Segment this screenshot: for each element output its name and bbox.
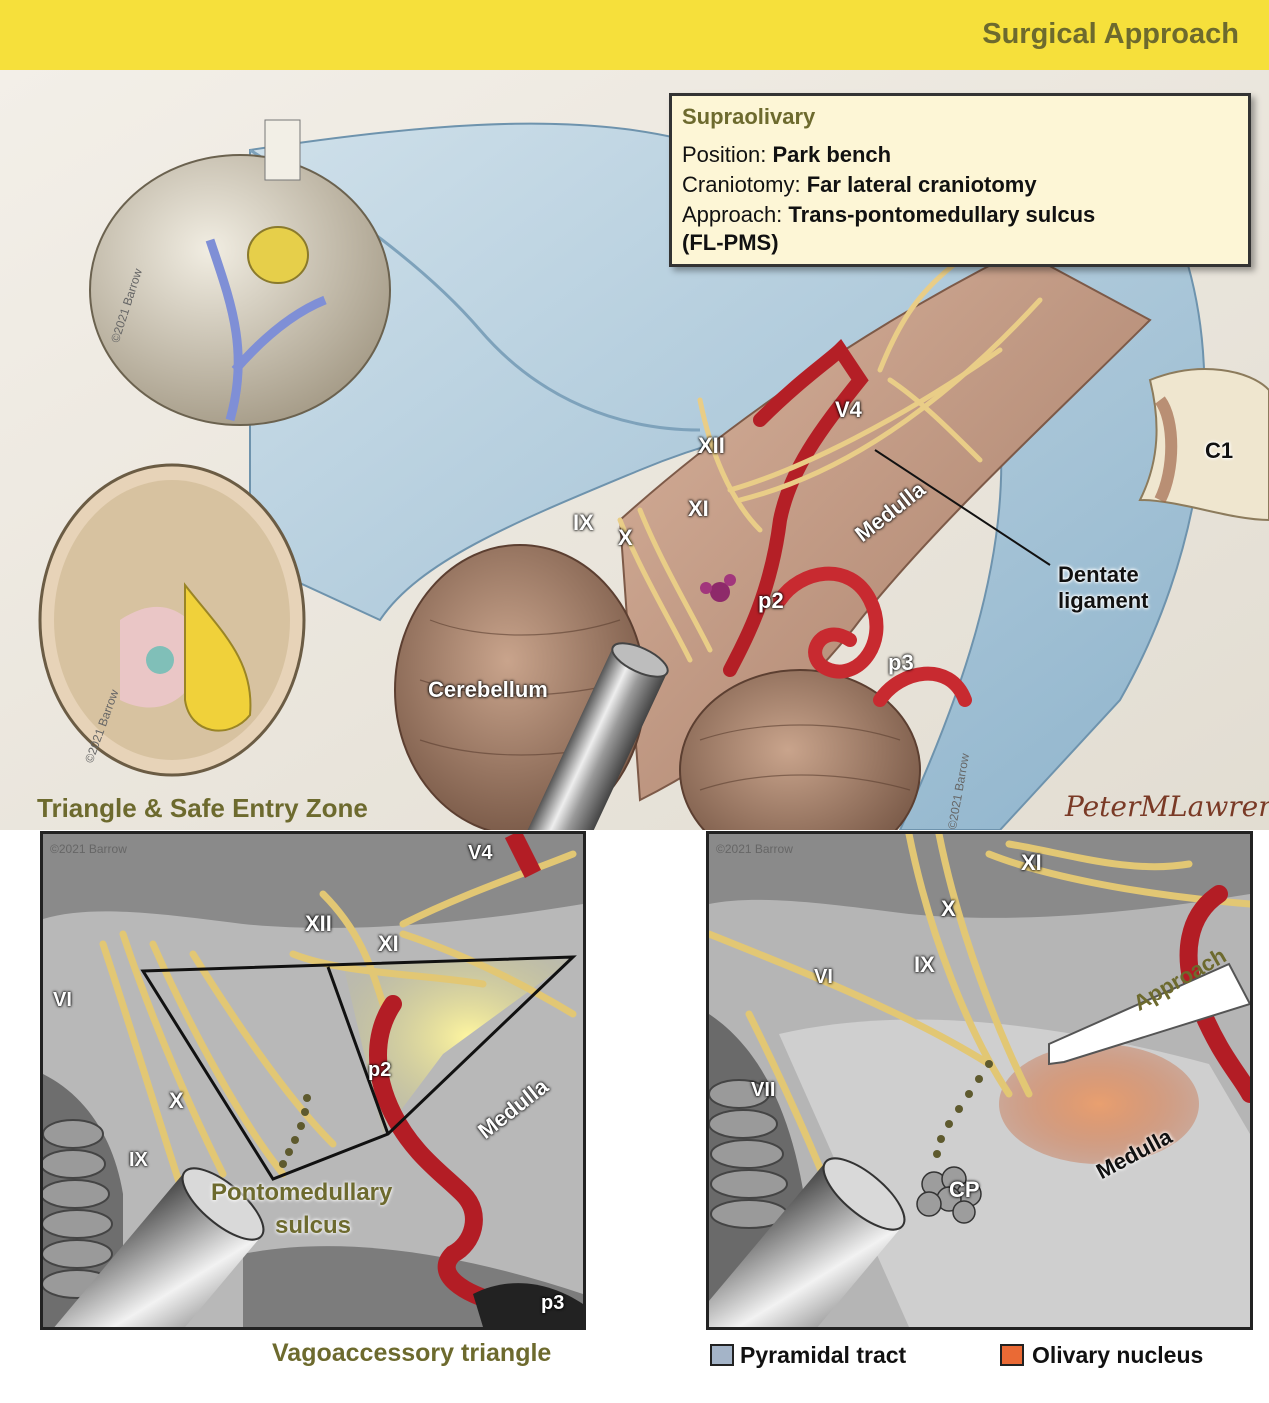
left-label-sulcus: sulcus [275, 1212, 352, 1239]
copyright-left-panel: ©2021 Barrow [50, 842, 127, 856]
label-cn-ix: IX [573, 510, 594, 535]
left-label-cn-ix: IX [129, 1149, 148, 1171]
left-label-v4: V4 [468, 842, 493, 864]
info-row-craniotomy: Craniotomy: Far lateral craniotomy [682, 172, 1037, 197]
label-c1: C1 [1205, 438, 1234, 463]
label-v4: V4 [835, 397, 862, 422]
right-label-cn-ix: IX [914, 952, 935, 977]
header-bar [0, 0, 1269, 70]
artist-signature: PeterMLawrence [1065, 790, 1269, 823]
legend-label-olivary: Olivary nucleus [1032, 1342, 1204, 1368]
label-cn-xii: XII [698, 433, 725, 458]
info-row-position: Position: Park bench [682, 142, 892, 167]
left-label-p2: p2 [368, 1059, 392, 1081]
label-p3: p3 [888, 650, 914, 675]
legend-label-pyramidal: Pyramidal tract [740, 1342, 907, 1368]
copyright-right-panel: ©2021 Barrow [716, 842, 793, 856]
label-cn-x: X [618, 525, 633, 550]
header-title: Surgical Approach [982, 18, 1239, 50]
skull-lateral-illustration [89, 119, 391, 426]
caption-vagoaccessory-triangle: Vagoaccessory triangle [272, 1339, 552, 1367]
label-dentate-ligament: Dentate ligament [1058, 562, 1149, 613]
right-label-cn-vi: VI [814, 966, 833, 988]
right-panel-illustration [709, 834, 1250, 1327]
right-label-cp: CP [949, 1177, 980, 1202]
left-label-cn-xi: XI [378, 931, 399, 956]
panel-supraolivary-entry-zone: ©2021 Barrow XI X IX VI VII Approach Med… [706, 831, 1253, 1330]
skull-base-illustration [38, 463, 306, 777]
left-label-cn-x: X [169, 1088, 184, 1113]
approach-info-box: Supraolivary Position: Park bench Cranio… [669, 93, 1251, 267]
right-label-cn-xi: XI [1021, 850, 1042, 875]
left-label-cn-xii: XII [305, 911, 332, 936]
legend-swatch-pyramidal [710, 1344, 734, 1366]
section-title-triangle: Triangle & Safe Entry Zone [37, 793, 368, 823]
info-title: Supraolivary [682, 104, 816, 129]
left-panel-illustration [43, 834, 583, 1327]
left-label-pontomedullary: Pontomedullary [211, 1179, 393, 1206]
panel-vagoaccessory-triangle: ©2021 Barrow V4 XII XI VI X IX p2 Medull… [40, 831, 586, 1330]
label-cerebellum: Cerebellum [428, 677, 548, 702]
right-label-cn-x: X [941, 896, 956, 921]
info-row-approach-abbrev: (FL-PMS) [682, 230, 779, 255]
legend-swatch-olivary [1000, 1344, 1024, 1366]
right-label-cn-vii: VII [751, 1079, 776, 1101]
left-label-cn-vi: VI [53, 989, 72, 1011]
info-row-approach: Approach: Trans-pontomedullary sulcus [682, 202, 1096, 227]
left-label-p3: p3 [541, 1292, 565, 1314]
label-p2: p2 [758, 588, 784, 613]
label-cn-xi: XI [688, 496, 709, 521]
